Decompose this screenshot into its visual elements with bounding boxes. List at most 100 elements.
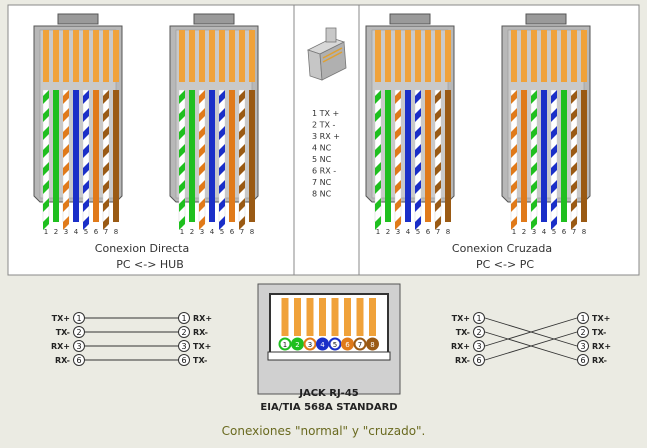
signal-label: TX-	[592, 328, 606, 337]
pin-circle-number: 1	[476, 314, 481, 323]
wire-green	[53, 90, 59, 222]
pin-circle	[73, 354, 85, 366]
signal-label: TX+	[52, 314, 70, 323]
gold-contact	[83, 30, 89, 82]
pin-number: 5	[84, 228, 88, 236]
jack-subtitle: EIA/TIA 568A STANDARD	[260, 402, 397, 413]
gold-contact	[561, 30, 567, 82]
jack-pin-number: 1	[283, 341, 287, 349]
jack-title: JACK RJ-45	[298, 388, 359, 399]
jack-pin-number: 3	[308, 341, 312, 349]
label-pc-hub: PC <-> HUB	[116, 258, 184, 271]
wire-green	[561, 90, 567, 222]
pin-circle-number: 2	[76, 328, 81, 337]
gold-contact	[541, 30, 547, 82]
pin-number: 1	[180, 228, 184, 236]
jack-contact	[344, 298, 351, 336]
pinout-line: 3 RX +	[312, 132, 340, 141]
wire-orange	[425, 90, 431, 222]
pin-circle-number: 6	[181, 356, 186, 365]
pin-number: 3	[396, 228, 400, 236]
image-caption: Conexiones "normal" y "cruzado".	[221, 424, 426, 438]
signal-label: TX-	[456, 328, 470, 337]
wire-green	[385, 90, 391, 222]
pin-circle	[178, 354, 190, 366]
gold-contact	[199, 30, 205, 82]
pin-number: 7	[572, 228, 576, 236]
jack-pin-dot	[291, 337, 304, 351]
pin-circle	[73, 326, 85, 338]
gold-contact	[53, 30, 59, 82]
jack-contact	[356, 298, 364, 336]
pin-number: 8	[446, 228, 450, 236]
pin-number: 3	[532, 228, 536, 236]
signal-label: RX+	[193, 314, 212, 323]
wire-blue	[405, 90, 411, 222]
signal-label: TX-	[193, 356, 207, 365]
pin-circle-number: 3	[181, 342, 186, 351]
pin-circle-number: 2	[580, 328, 585, 337]
gold-contact	[385, 30, 391, 82]
signal-label: RX-	[193, 328, 208, 337]
pin-circle	[178, 340, 190, 352]
pin-number: 6	[562, 228, 567, 236]
pin-number: 7	[436, 228, 440, 236]
gold-contact	[189, 30, 195, 82]
signal-label: RX-	[592, 356, 607, 365]
signal-label: TX-	[56, 328, 70, 337]
gold-contact	[239, 30, 245, 82]
gold-contact	[445, 30, 451, 82]
jack-pin-number: 5	[333, 341, 337, 349]
pin-number: 8	[250, 228, 254, 236]
gold-contact	[415, 30, 421, 82]
gold-contact	[209, 30, 215, 82]
signal-label: RX-	[55, 356, 70, 365]
pin-circle	[577, 354, 589, 366]
pin-circle	[577, 312, 589, 324]
pin-circle	[73, 312, 85, 324]
jack-contact	[319, 298, 326, 336]
gold-contact	[73, 30, 79, 82]
gold-contact	[103, 30, 109, 82]
jack-pin-number: 2	[295, 341, 299, 349]
pin-number: 4	[406, 228, 411, 236]
pinout-line: 4 NC	[312, 144, 332, 153]
gold-contact	[43, 30, 49, 82]
wire-brown	[445, 90, 451, 222]
jack-contact	[331, 298, 339, 336]
signal-label: RX-	[455, 356, 470, 365]
jack-pin-number: 8	[370, 341, 374, 349]
jack-contact	[294, 298, 301, 336]
cross-wire	[484, 331, 578, 361]
pin-circle	[473, 354, 485, 366]
jack-pin-dot	[303, 337, 317, 351]
pin-circle	[473, 312, 485, 324]
gold-contact	[521, 30, 527, 82]
gold-contact	[375, 30, 381, 82]
pin-number: 6	[230, 228, 235, 236]
jack-contact	[369, 298, 376, 336]
jack-contact	[306, 298, 314, 336]
pin-circle	[178, 312, 190, 324]
gold-contact	[425, 30, 431, 82]
gold-contact	[93, 30, 99, 82]
gold-contact	[179, 30, 185, 82]
pin-circle-number: 6	[76, 356, 81, 365]
signal-label: RX+	[451, 342, 470, 351]
wire-green	[189, 90, 195, 222]
wire-orange	[229, 90, 235, 222]
signal-label: TX+	[193, 342, 211, 351]
pinout-line: 8 NC	[312, 190, 332, 199]
gold-contact	[229, 30, 235, 82]
pin-number: 2	[386, 228, 390, 236]
jack-pin-dot	[366, 337, 379, 351]
jack-contact	[281, 298, 289, 336]
pinout-line: 5 NC	[312, 155, 332, 164]
label-pc-pc: PC <-> PC	[476, 258, 534, 271]
